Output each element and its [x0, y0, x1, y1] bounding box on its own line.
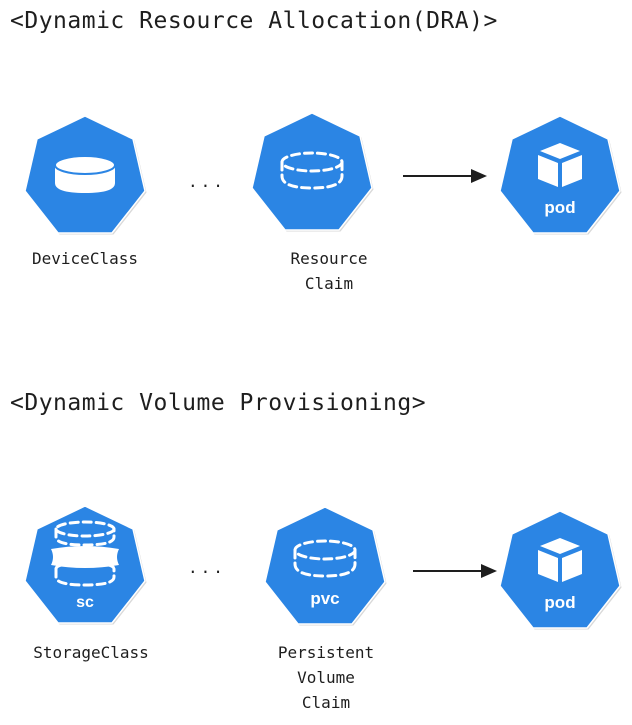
- arrow-pvc-to-pod: [413, 563, 499, 579]
- pod-node-icon: pod: [499, 510, 622, 630]
- disk-icon: [54, 155, 116, 193]
- cube-icon: [538, 143, 582, 187]
- label-resource-claim: Resource Claim: [290, 249, 368, 293]
- node-device-class: [23, 113, 147, 237]
- dashed-disk-icon: [280, 151, 344, 190]
- pod-badge: pod: [544, 198, 575, 217]
- section-title-dvp: <Dynamic Volume Provisioning>: [10, 390, 427, 416]
- node-pod: pod: [498, 113, 622, 237]
- dashed-disk-icon: [293, 539, 357, 578]
- pvc-icon: pvc: [264, 506, 387, 626]
- storage-class-icon: sc: [24, 505, 147, 625]
- label-persistent-volume-claim: Persistent Volume Claim: [277, 643, 375, 712]
- pod-node-icon: pod: [499, 115, 622, 235]
- label-device-class: DeviceClass: [32, 249, 138, 268]
- node-storage-class: sc: [23, 503, 147, 627]
- label-storage-class: StorageClass: [33, 643, 149, 662]
- device-class-icon: [24, 115, 147, 235]
- ellipsis: ...: [188, 172, 226, 191]
- node-resource-claim: [250, 110, 374, 234]
- sc-badge: sc: [76, 594, 94, 611]
- arrow-resource-claim-to-pod: [403, 168, 489, 184]
- section-title-dra: <Dynamic Resource Allocation(DRA)>: [10, 8, 498, 34]
- ellipsis: ...: [188, 558, 226, 577]
- pvc-badge: pvc: [310, 589, 339, 608]
- node-pod: pod: [498, 508, 622, 632]
- pod-badge: pod: [544, 593, 575, 612]
- node-persistent-volume-claim: pvc: [263, 504, 387, 628]
- stacked-disks-icon: [51, 520, 119, 587]
- resource-claim-icon: [251, 112, 374, 232]
- cube-icon: [538, 538, 582, 582]
